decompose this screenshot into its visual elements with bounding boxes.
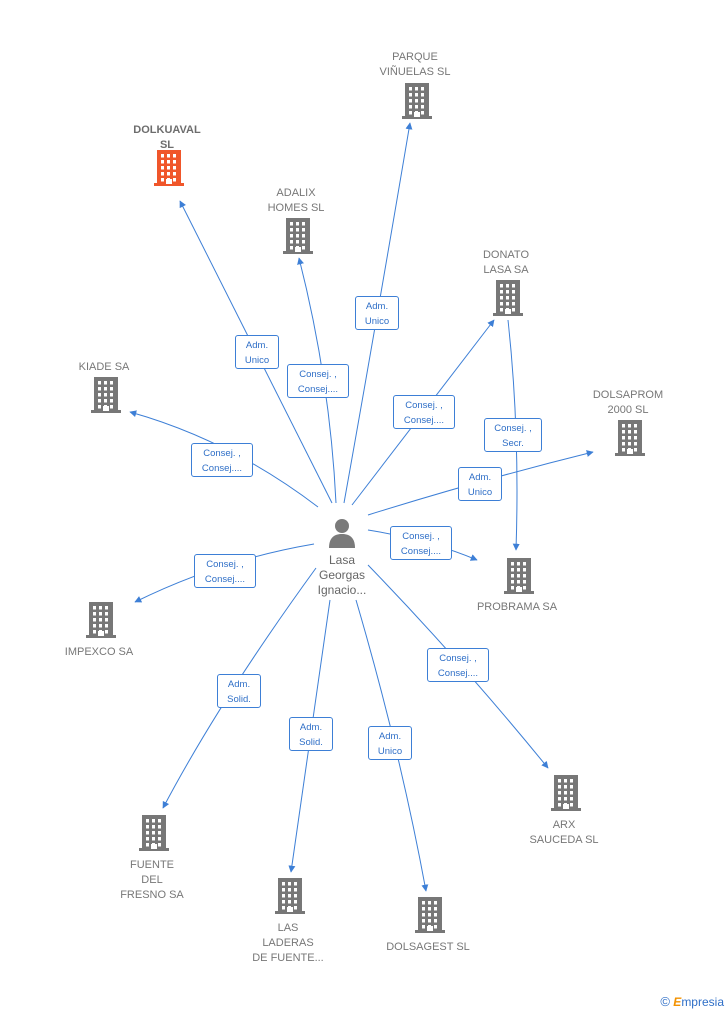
company-label: DOLSAPROM 2000 SL xyxy=(568,388,688,418)
edges-layer xyxy=(129,122,594,892)
relation-label-line: Adm. xyxy=(365,301,389,312)
relation-label-line: Consej. , xyxy=(405,400,443,411)
building-icon xyxy=(615,420,645,456)
relation-label-line: Solid. xyxy=(299,737,323,748)
building-icon xyxy=(91,377,121,413)
company-label-line: IMPEXCO SA xyxy=(64,646,134,658)
relation-label[interactable]: Adm. Solid. xyxy=(217,674,261,708)
relation-label-line: Unico xyxy=(244,355,270,366)
company-label-line: DOLSAGEST SL xyxy=(386,941,470,953)
company-label: LAS LADERAS DE FUENTE... xyxy=(228,921,348,966)
company-label: KIADE SA xyxy=(44,360,164,375)
company-label-line: PARQUE xyxy=(392,51,438,63)
building-icon xyxy=(551,775,581,811)
company-label-line: PROBRAMA SA xyxy=(476,601,558,613)
company-label-line: DOLSAPROM xyxy=(592,389,664,401)
relation-label-line: Consej.... xyxy=(201,463,243,474)
relation-label-line: Adm. xyxy=(468,472,492,483)
relation-label[interactable]: Adm. Unico xyxy=(368,726,412,760)
relation-label-line: Consej.... xyxy=(403,415,445,426)
building-icon xyxy=(402,83,432,119)
company-label: PARQUE VIÑUELAS SL xyxy=(355,50,475,80)
empresia-brand[interactable]: © Empresia xyxy=(660,994,724,1009)
person-name-line: Lasa xyxy=(328,553,356,567)
relation-label[interactable]: Consej. , Consej.... xyxy=(390,526,452,560)
company-label: PROBRAMA SA xyxy=(457,600,577,615)
relation-label[interactable]: Consej. , Consej.... xyxy=(393,395,455,429)
relation-label-line: Unico xyxy=(377,746,403,757)
copyright-icon: © xyxy=(660,994,670,1009)
building-icon xyxy=(86,602,116,638)
company-label: DONATO LASA SA xyxy=(446,248,566,278)
relation-label[interactable]: Consej. , Consej.... xyxy=(194,554,256,588)
company-label-line: DEL xyxy=(141,874,163,886)
relation-label[interactable]: Consej. , Consej.... xyxy=(287,364,349,398)
relation-label-line: Unico xyxy=(364,316,390,327)
company-label-line: ARX xyxy=(552,819,576,831)
company-label-line: DE FUENTE... xyxy=(252,952,324,964)
relation-label[interactable]: Consej. , Secr. xyxy=(484,418,542,452)
relation-label-line: Consej. , xyxy=(402,531,440,542)
building-icon xyxy=(275,878,305,914)
company-label-line: ADALIX xyxy=(276,187,316,199)
person-name-line: Georgas xyxy=(318,568,366,582)
relation-label-line: Consej. , xyxy=(494,423,532,434)
relation-label-line: Consej.... xyxy=(297,384,339,395)
relation-label-line: Adm. xyxy=(227,679,251,690)
relation-label[interactable]: Adm. Unico xyxy=(235,335,279,369)
company-label: FUENTE DEL FRESNO SA xyxy=(92,858,212,903)
relation-label-line: Unico xyxy=(467,487,493,498)
company-label: ARX SAUCEDA SL xyxy=(504,818,624,848)
relation-label-line: Consej. , xyxy=(439,653,477,664)
brand-initial: E xyxy=(673,995,682,1009)
relation-label[interactable]: Adm. Unico xyxy=(355,296,399,330)
relation-label-line: Consej.... xyxy=(400,546,442,557)
building-icon xyxy=(493,280,523,316)
relation-label-line: Secr. xyxy=(502,438,524,449)
company-label-line: LADERAS xyxy=(262,937,314,949)
relation-label-line: Adm. xyxy=(299,722,323,733)
relation-label-line: Consej. , xyxy=(206,559,244,570)
company-label-line: LAS xyxy=(277,922,299,934)
company-label: DOLSAGEST SL xyxy=(368,940,488,955)
company-label-line: DOLKUAVAL xyxy=(133,124,201,136)
brand-name: mpresia xyxy=(681,995,724,1009)
relation-label[interactable]: Consej. , Consej.... xyxy=(427,648,489,682)
relation-label-line: Adm. xyxy=(245,340,269,351)
building-icon xyxy=(139,815,169,851)
relation-label-line: Solid. xyxy=(227,694,251,705)
company-label: IMPEXCO SA xyxy=(39,645,159,660)
relation-label-line: Consej. , xyxy=(299,369,337,380)
building-icon xyxy=(283,218,313,254)
company-label-line: LASA SA xyxy=(483,264,529,276)
person-name: Lasa Georgas Ignacio... xyxy=(292,553,392,598)
relation-label[interactable]: Adm. Unico xyxy=(458,467,502,501)
relation-label-line: Consej. , xyxy=(203,448,241,459)
company-label-line: 2000 SL xyxy=(607,404,649,416)
relation-label-line: Consej.... xyxy=(437,668,479,679)
company-label-line: SL xyxy=(159,139,175,151)
company-label-line: HOMES SL xyxy=(267,202,325,214)
company-label-line: VIÑUELAS SL xyxy=(379,66,451,78)
relation-label[interactable]: Consej. , Consej.... xyxy=(191,443,253,477)
person-icon xyxy=(329,519,355,548)
relation-label-line: Adm. xyxy=(378,731,402,742)
company-label-line: FUENTE xyxy=(130,859,174,871)
company-label-line: DONATO xyxy=(482,249,530,261)
building-icon xyxy=(154,150,184,186)
building-icon xyxy=(415,897,445,933)
relation-label[interactable]: Adm. Solid. xyxy=(289,717,333,751)
relation-label-line: Consej.... xyxy=(204,574,246,585)
person-name-line: Ignacio... xyxy=(317,583,367,597)
company-label: ADALIX HOMES SL xyxy=(236,186,356,216)
company-label-line: FRESNO SA xyxy=(120,889,184,901)
company-label-line: KIADE SA xyxy=(78,361,130,373)
building-icon xyxy=(504,558,534,594)
company-label: DOLKUAVAL SL xyxy=(107,123,227,153)
company-label-line: SAUCEDA SL xyxy=(529,834,599,846)
